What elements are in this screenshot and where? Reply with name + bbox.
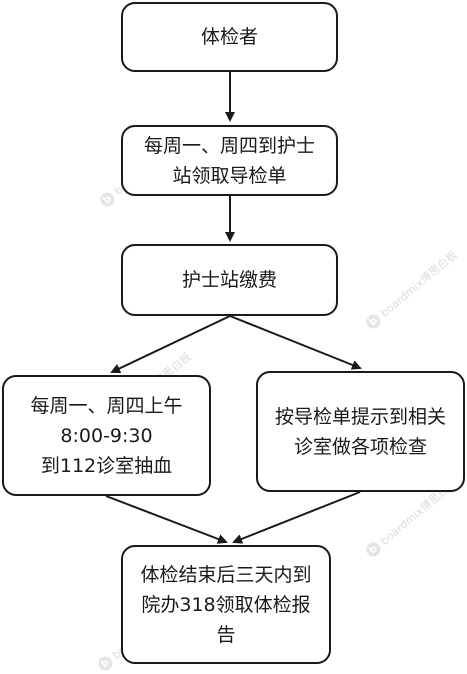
node-examinee-line: 体检者	[200, 26, 258, 48]
node-other-checks-line: 按导检单提示到相关	[274, 405, 446, 428]
arrow-blood-draw-to-report	[105, 495, 228, 544]
node-blood-draw-line: 每周一、周四上午	[30, 394, 183, 417]
node-other-checks[interactable]: 按导检单提示到相关 诊室做各项检查	[256, 371, 465, 492]
node-get-report-line: 体检结束后三天内到	[140, 563, 312, 586]
node-blood-draw[interactable]: 每周一、周四上午 8:00-9:30 到112诊室抽血	[2, 375, 211, 496]
arrow-pay-to-other-checks	[229, 315, 362, 370]
node-blood-draw-line: 到112诊室抽血	[40, 454, 173, 477]
node-get-form-line: 站领取导检单	[172, 164, 287, 187]
node-pay-line: 护士站缴费	[181, 269, 277, 291]
node-get-form-line: 每周一、周四到护士	[143, 134, 315, 157]
node-blood-draw-line: 8:00-9:30	[60, 424, 153, 447]
node-get-report-line: 院办318领取体检报	[141, 593, 311, 616]
node-get-report[interactable]: 体检结束后三天内到 院办318领取体检报 告	[121, 545, 331, 664]
arrow-other-checks-to-report	[232, 491, 361, 544]
node-other-checks-line: 诊室做各项检查	[293, 435, 427, 458]
node-get-form[interactable]: 每周一、周四到护士 站领取导检单	[121, 125, 338, 196]
arrow-pay-to-blood-draw	[110, 315, 231, 374]
node-get-report-line: 告	[216, 623, 236, 646]
node-pay[interactable]: 护士站缴费	[121, 244, 338, 316]
node-examinee[interactable]: 体检者	[121, 2, 338, 72]
